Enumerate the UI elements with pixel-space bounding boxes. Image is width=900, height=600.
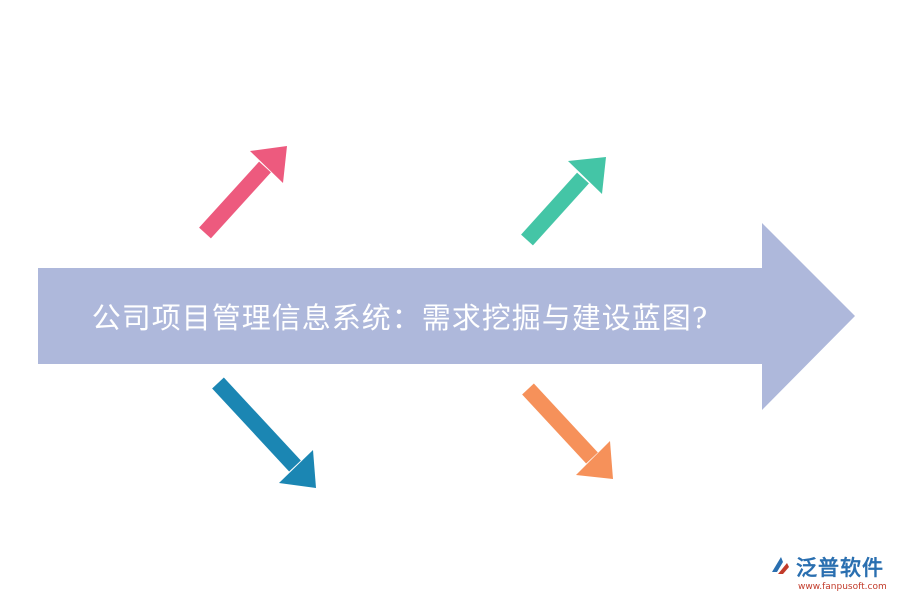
arrow-top-right (521, 157, 606, 246)
main-arrow (38, 223, 855, 410)
arrow-top-left (199, 146, 287, 239)
diagram-title: 公司项目管理信息系统：需求挖掘与建设蓝图? (91, 301, 709, 335)
arrow-bottom-left (212, 377, 316, 488)
brand-url: www.fanpusoft.com (798, 582, 887, 592)
brand-logo-icon (772, 557, 789, 574)
arrow-bottom-right (522, 383, 613, 479)
brand-name: 泛普软件 (796, 556, 884, 580)
brand-watermark: 泛普软件 www.fanpusoft.com (768, 552, 894, 596)
